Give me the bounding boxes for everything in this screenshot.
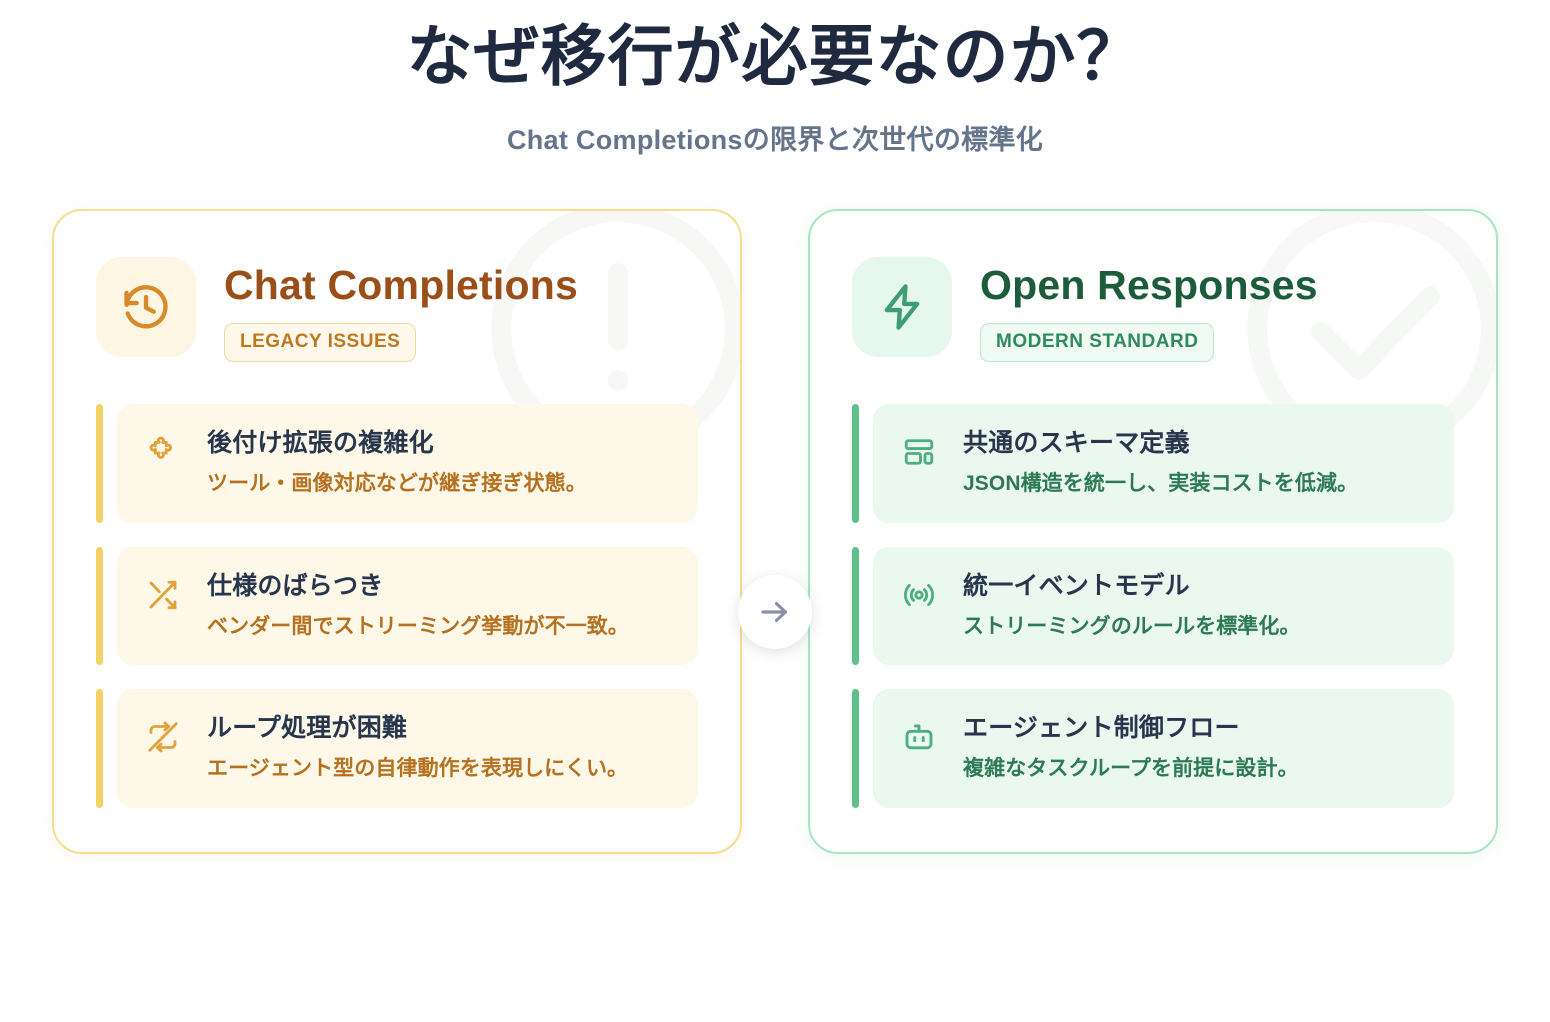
card-title-modern: Open Responses [980,261,1318,308]
card-header-text-legacy: Chat Completions LEGACY ISSUES [224,257,578,362]
card-title-legacy: Chat Completions [224,261,578,308]
list-item-title: 共通のスキーマ定義 [963,428,1190,457]
status-badge-legacy: LEGACY ISSUES [224,322,417,362]
list-item-desc: ツール・画像対応などが継ぎ接ぎ状態。 [207,472,587,496]
card-header-modern: Open Responses MODERN STANDARD [852,256,1454,362]
layout-dashboard-icon [899,432,939,472]
card-open-responses: Open Responses MODERN STANDARD [808,208,1498,854]
puzzle-piece-icon [143,432,183,472]
list-item-title: エージェント制御フロー [963,714,1240,743]
shuffle-icon [143,575,183,615]
repeat-off-icon [143,717,183,757]
bot-icon [899,717,939,757]
list-item-title: 統一イベントモデル [963,571,1190,600]
list-item[interactable]: ループ処理が困難 エージェント型の自律動作を表現しにくい。 [96,689,698,808]
accent-bar [96,689,103,808]
list-item-title: ループ処理が困難 [207,714,408,743]
accent-bar [96,403,103,523]
list-item[interactable]: 後付け拡張の複雑化 ツール・画像対応などが継ぎ接ぎ状態。 [96,403,698,523]
list-item-title: 仕様のばらつき [207,571,384,600]
accent-bar [852,546,859,666]
list-item-title: 後付け拡張の複雑化 [207,428,434,457]
broadcast-icon [899,575,939,615]
list-item-desc: 複雑なタスクループを前提に設計。 [963,757,1299,781]
list-item-desc: ストリーミングのルールを標準化。 [963,614,1301,638]
feature-list-legacy: 後付け拡張の複雑化 ツール・画像対応などが継ぎ接ぎ状態。 [96,403,698,808]
list-item-desc: ベンダー間でストリーミング挙動が不一致。 [207,614,629,638]
feature-list-modern: 共通のスキーマ定義 JSON構造を統一し、実装コストを低減。 [852,403,1454,808]
list-item[interactable]: 共通のスキーマ定義 JSON構造を統一し、実装コストを低減。 [852,403,1454,523]
comparison-columns: Chat Completions LEGACY ISSUES 後付け [0,208,1550,854]
card-header-legacy: Chat Completions LEGACY ISSUES [96,256,698,362]
page-title: なぜ移行が必要なのか？ [406,19,1144,93]
accent-bar [852,689,859,808]
arrow-right-icon [738,574,812,649]
list-item-desc: JSON構造を統一し、実装コストを低減。 [963,472,1359,496]
history-icon [96,256,196,357]
list-item-desc: エージェント型の自律動作を表現しにくい。 [207,757,629,781]
accent-bar [852,403,859,523]
list-item[interactable]: エージェント制御フロー 複雑なタスクループを前提に設計。 [852,689,1454,808]
status-badge-modern: MODERN STANDARD [980,322,1215,362]
slide-header: なぜ移行が必要なのか？ Chat Completionsの限界と次世代の標準化 [0,0,1550,157]
card-chat-completions: Chat Completions LEGACY ISSUES 後付け [52,208,742,854]
page-subtitle: Chat Completionsの限界と次世代の標準化 [506,124,1044,155]
card-header-text-modern: Open Responses MODERN STANDARD [980,257,1318,362]
list-item[interactable]: 仕様のばらつき ベンダー間でストリーミング挙動が不一致。 [96,546,698,666]
accent-bar [96,546,103,666]
lightning-bolt-icon [852,256,952,357]
list-item[interactable]: 統一イベントモデル ストリーミングのルールを標準化。 [852,546,1454,666]
